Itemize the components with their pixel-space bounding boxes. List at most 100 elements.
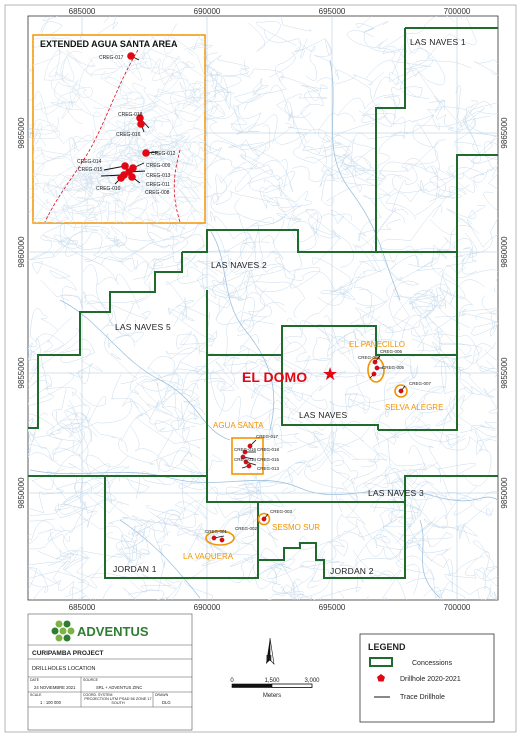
contour-line bbox=[178, 476, 218, 515]
inset-label-creg-013: CREG-013 bbox=[146, 173, 171, 179]
contour-line bbox=[337, 94, 400, 122]
y-tick-right-9855000: 9855000 bbox=[500, 357, 509, 389]
contour-line bbox=[28, 501, 87, 550]
contour-line bbox=[34, 91, 76, 152]
contour-line bbox=[408, 48, 446, 104]
contour-line bbox=[86, 281, 151, 307]
contour-line bbox=[28, 556, 103, 585]
contour-line bbox=[140, 578, 181, 600]
contour-line bbox=[422, 464, 477, 500]
x-tick-bottom-690000: 690000 bbox=[194, 603, 221, 612]
contour-line bbox=[266, 541, 337, 600]
contour-line bbox=[166, 266, 207, 327]
contour-line bbox=[156, 431, 203, 476]
contour-line bbox=[352, 164, 418, 248]
contour-line bbox=[281, 16, 312, 32]
contour-line bbox=[62, 167, 112, 192]
contour-line bbox=[223, 348, 328, 410]
concession-las-naves-5 bbox=[28, 252, 183, 477]
legend-item-drillhole: Drillhole 2020-2021 bbox=[400, 676, 461, 683]
contour-line bbox=[227, 274, 306, 319]
north-label: N bbox=[266, 654, 272, 663]
contour-line bbox=[358, 509, 404, 561]
contour-line bbox=[332, 377, 395, 452]
contour-line bbox=[33, 87, 83, 125]
contour-line bbox=[394, 462, 459, 528]
contour-line bbox=[139, 175, 196, 223]
y-tick-left-9865000: 9865000 bbox=[17, 117, 26, 149]
contour-line bbox=[458, 501, 492, 540]
contour-line bbox=[64, 179, 127, 223]
concession-las-naves-2 bbox=[182, 229, 458, 355]
contour-line bbox=[183, 38, 205, 51]
inset-label-creg-015: CREG-015 bbox=[78, 167, 103, 173]
contour-line bbox=[178, 167, 205, 178]
contour-line bbox=[55, 463, 110, 518]
contour-line bbox=[460, 191, 498, 275]
contour-line bbox=[233, 94, 262, 135]
inset-box bbox=[32, 34, 206, 224]
contour-line bbox=[255, 226, 337, 313]
date-label: DATE bbox=[30, 678, 40, 682]
contour-line bbox=[408, 294, 428, 319]
inset-label-creg-016: CREG-016 bbox=[116, 132, 141, 138]
contour-line bbox=[479, 360, 498, 373]
contour-line bbox=[376, 16, 456, 50]
label-el-panecillo: EL PANECILLO bbox=[349, 340, 405, 349]
contour-line bbox=[370, 569, 401, 600]
contour-line bbox=[28, 520, 56, 541]
contour-line bbox=[28, 339, 50, 385]
contour-line bbox=[63, 136, 89, 191]
target-areas bbox=[205, 357, 408, 546]
contour-line bbox=[247, 160, 295, 192]
legend-drillhole-icon bbox=[377, 674, 385, 682]
contour-line bbox=[193, 37, 205, 100]
contour-line bbox=[37, 198, 59, 223]
contour-line bbox=[85, 154, 162, 192]
contour-line bbox=[336, 123, 385, 177]
contour-line bbox=[271, 318, 312, 401]
contour-line bbox=[218, 292, 262, 417]
contour-line bbox=[135, 373, 183, 420]
y-tick-right-9850000: 9850000 bbox=[500, 477, 509, 509]
contour-line bbox=[164, 60, 205, 103]
contour-line bbox=[188, 54, 251, 102]
contour-line bbox=[55, 549, 90, 571]
contour-line bbox=[388, 248, 440, 268]
contour-line bbox=[328, 498, 366, 543]
hole-label-creg-001: CREG-001 bbox=[205, 529, 228, 534]
contour-line bbox=[251, 123, 292, 190]
hole-label-creg-007: CREG-007 bbox=[409, 381, 432, 386]
contour-line bbox=[130, 425, 171, 473]
scale-tick-0: 0 bbox=[230, 678, 234, 684]
contour-line bbox=[416, 260, 466, 309]
contour-line bbox=[472, 540, 498, 580]
contour-line bbox=[435, 184, 470, 199]
contour-line bbox=[436, 238, 477, 267]
label-las-naves-5: LAS NAVES 5 bbox=[115, 322, 171, 332]
scale-tick-1500: 1,500 bbox=[264, 678, 280, 684]
contour-line bbox=[86, 187, 147, 223]
drillhole-points bbox=[211, 359, 404, 543]
contour-line bbox=[28, 240, 84, 261]
contour-line bbox=[359, 209, 419, 271]
contour-line bbox=[119, 104, 197, 170]
scale-label: SCALE bbox=[30, 693, 42, 697]
contour-line bbox=[114, 199, 119, 223]
contour-line bbox=[463, 101, 498, 178]
contour-line bbox=[48, 55, 83, 97]
company-name: ADVENTUS bbox=[77, 624, 149, 639]
contour-line bbox=[308, 212, 345, 234]
contour-line bbox=[299, 320, 352, 358]
contour-line bbox=[224, 91, 278, 144]
drawn-label: DRAWN bbox=[155, 693, 169, 697]
title-block: ADVENTUS CURIPAMBA PROJECT DRILLHOLES LO… bbox=[27, 613, 193, 731]
inset-label-creg-011: CREG-011 bbox=[146, 182, 170, 188]
x-tick-bottom-685000: 685000 bbox=[69, 603, 96, 612]
contour-line bbox=[330, 209, 382, 256]
contour-line bbox=[184, 533, 215, 600]
inset-label-creg-012: CREG-012 bbox=[151, 151, 176, 157]
label-las-naves: LAS NAVES bbox=[299, 410, 348, 420]
contour-line bbox=[295, 337, 331, 363]
contour-line bbox=[233, 78, 269, 104]
